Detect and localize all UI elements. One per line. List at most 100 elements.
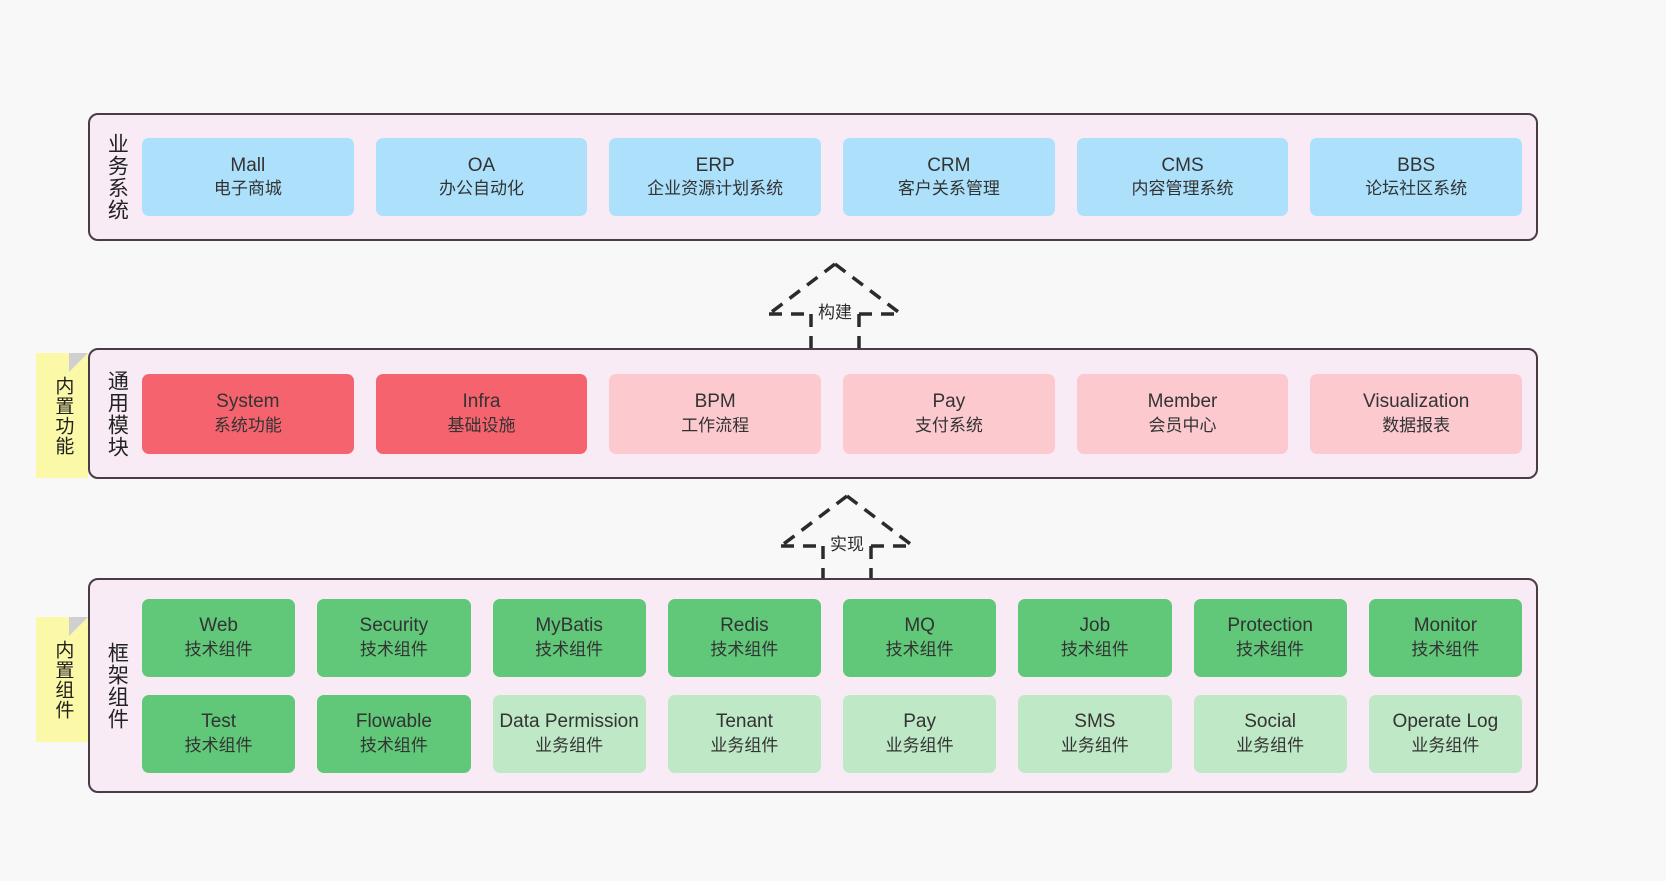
node-title: Redis [720, 615, 769, 637]
node-bbs[interactable]: BBS 论坛社区系统 [1310, 138, 1523, 216]
node-subtitle: 技术组件 [1060, 639, 1129, 659]
node-pay[interactable]: Pay 支付系统 [843, 373, 1055, 454]
node-title: Social [1244, 711, 1296, 733]
layer-title-framework-components: 框架组件 [105, 641, 129, 730]
node-data-permission[interactable]: Data Permission 业务组件 [492, 694, 646, 773]
node-subtitle: 内容管理系统 [1131, 179, 1234, 199]
node-infra[interactable]: Infra 基础设施 [375, 373, 588, 454]
node-subtitle: 论坛社区系统 [1365, 179, 1468, 199]
layer-cells-common-modules: System 系统功能 Infra 基础设施 BPM 工作流程 Pay 支付系统… [142, 350, 1536, 477]
node-erp[interactable]: ERP 企业资源计划系统 [609, 138, 822, 216]
node-title: MQ [904, 615, 935, 637]
node-title: Infra [462, 391, 501, 413]
node-oa[interactable]: OA 办公自动化 [375, 138, 588, 216]
node-subtitle: 办公自动化 [439, 179, 524, 199]
note-builtin-components: 内置组件 [36, 617, 88, 742]
node-title: Pay [932, 391, 966, 413]
node-title: Pay [903, 711, 936, 733]
node-subtitle: 企业资源计划系统 [647, 179, 784, 199]
relation-realize: 实现 [772, 488, 922, 588]
node-subtitle: 工作流程 [681, 415, 750, 435]
node-visualization[interactable]: Visualization 数据报表 [1310, 373, 1523, 454]
node-subtitle: 会员中心 [1148, 415, 1217, 435]
node-member[interactable]: Member 会员中心 [1076, 373, 1289, 454]
node-subtitle: 基础设施 [447, 415, 516, 435]
node-title: Operate Log [1392, 711, 1499, 733]
node-crm[interactable]: CRM 客户关系管理 [843, 138, 1055, 216]
node-security[interactable]: Security 技术组件 [317, 598, 471, 677]
node-protection[interactable]: Protection 技术组件 [1193, 598, 1347, 677]
node-title: SMS [1074, 711, 1116, 733]
node-test[interactable]: Test 技术组件 [142, 694, 296, 773]
node-mq[interactable]: MQ 技术组件 [843, 598, 997, 677]
node-title: Monitor [1413, 615, 1478, 637]
note-text: 内置功能 [52, 375, 74, 456]
layer-framework-components: 框架组件 Web 技术组件 Security 技术组件 MyBatis 技术组件… [88, 578, 1538, 793]
layer-cells-business-systems: Mall 电子商城 OA 办公自动化 ERP 企业资源计划系统 CRM 客户关系… [142, 115, 1536, 239]
node-redis[interactable]: Redis 技术组件 [667, 598, 821, 677]
node-title: Member [1147, 391, 1218, 413]
layer-title-common-modules: 通用模块 [105, 369, 129, 458]
node-subtitle: 业务组件 [1060, 735, 1129, 755]
layer-common-modules: 通用模块 System 系统功能 Infra 基础设施 BPM 工作流程 Pay… [88, 348, 1538, 479]
node-subtitle: 电子商城 [213, 179, 282, 199]
node-subtitle: 技术组件 [184, 735, 253, 755]
layer-cells-framework-components: Web 技术组件 Security 技术组件 MyBatis 技术组件 Redi… [142, 580, 1536, 791]
node-title: BBS [1397, 154, 1436, 176]
node-pay-component[interactable]: Pay 业务组件 [843, 694, 997, 773]
node-title: Flowable [355, 711, 432, 733]
node-subtitle: 技术组件 [885, 639, 954, 659]
node-subtitle: 业务组件 [535, 735, 604, 755]
node-title: CRM [927, 154, 971, 176]
node-subtitle: 技术组件 [1411, 639, 1480, 659]
node-title: MyBatis [535, 615, 603, 637]
node-subtitle: 支付系统 [914, 415, 983, 435]
node-subtitle: 技术组件 [535, 639, 604, 659]
node-title: ERP [695, 154, 735, 176]
layer-business-systems: 业务系统 Mall 电子商城 OA 办公自动化 ERP 企业资源计划系统 CRM… [88, 113, 1538, 241]
node-subtitle: 业务组件 [1236, 735, 1305, 755]
node-mybatis[interactable]: MyBatis 技术组件 [492, 598, 646, 677]
relation-label: 构建 [818, 303, 852, 322]
cell-row: System 系统功能 Infra 基础设施 BPM 工作流程 Pay 支付系统… [142, 373, 1523, 454]
node-subtitle: 业务组件 [710, 735, 779, 755]
relation-label: 实现 [830, 535, 864, 554]
node-title: Mall [230, 154, 266, 176]
node-mall[interactable]: Mall 电子商城 [142, 138, 354, 216]
node-title: Job [1079, 615, 1111, 637]
node-subtitle: 业务组件 [1411, 735, 1480, 755]
node-subtitle: 数据报表 [1382, 415, 1451, 435]
node-title: Web [199, 615, 238, 637]
node-subtitle: 技术组件 [359, 639, 428, 659]
note-text: 内置组件 [52, 639, 74, 720]
node-subtitle: 技术组件 [1236, 639, 1305, 659]
node-flowable[interactable]: Flowable 技术组件 [317, 694, 471, 773]
node-title: Protection [1227, 615, 1313, 637]
node-sms[interactable]: SMS 业务组件 [1018, 694, 1172, 773]
node-subtitle: 业务组件 [885, 735, 954, 755]
cell-row: Mall 电子商城 OA 办公自动化 ERP 企业资源计划系统 CRM 客户关系… [142, 138, 1523, 216]
node-title: Data Permission [499, 711, 639, 733]
node-subtitle: 系统功能 [213, 415, 282, 435]
cell-row: Test 技术组件 Flowable 技术组件 Data Permission … [142, 694, 1522, 773]
node-title: Security [359, 615, 429, 637]
relation-build: 构建 [760, 256, 910, 356]
node-title: OA [467, 154, 496, 176]
node-system[interactable]: System 系统功能 [142, 373, 354, 454]
node-social[interactable]: Social 业务组件 [1193, 694, 1347, 773]
cell-row: Web 技术组件 Security 技术组件 MyBatis 技术组件 Redi… [142, 598, 1522, 677]
node-title: System [216, 391, 280, 413]
node-cms[interactable]: CMS 内容管理系统 [1076, 138, 1289, 216]
node-monitor[interactable]: Monitor 技术组件 [1368, 598, 1522, 677]
note-builtin-features: 内置功能 [36, 353, 88, 478]
node-tenant[interactable]: Tenant 业务组件 [667, 694, 821, 773]
node-web[interactable]: Web 技术组件 [142, 598, 296, 677]
node-subtitle: 技术组件 [710, 639, 779, 659]
node-job[interactable]: Job 技术组件 [1018, 598, 1172, 677]
node-operate-log[interactable]: Operate Log 业务组件 [1368, 694, 1522, 773]
node-title: BPM [694, 391, 736, 413]
node-title: CMS [1161, 154, 1204, 176]
node-subtitle: 客户关系管理 [897, 179, 1000, 199]
node-title: Test [201, 711, 237, 733]
node-bpm[interactable]: BPM 工作流程 [609, 373, 822, 454]
